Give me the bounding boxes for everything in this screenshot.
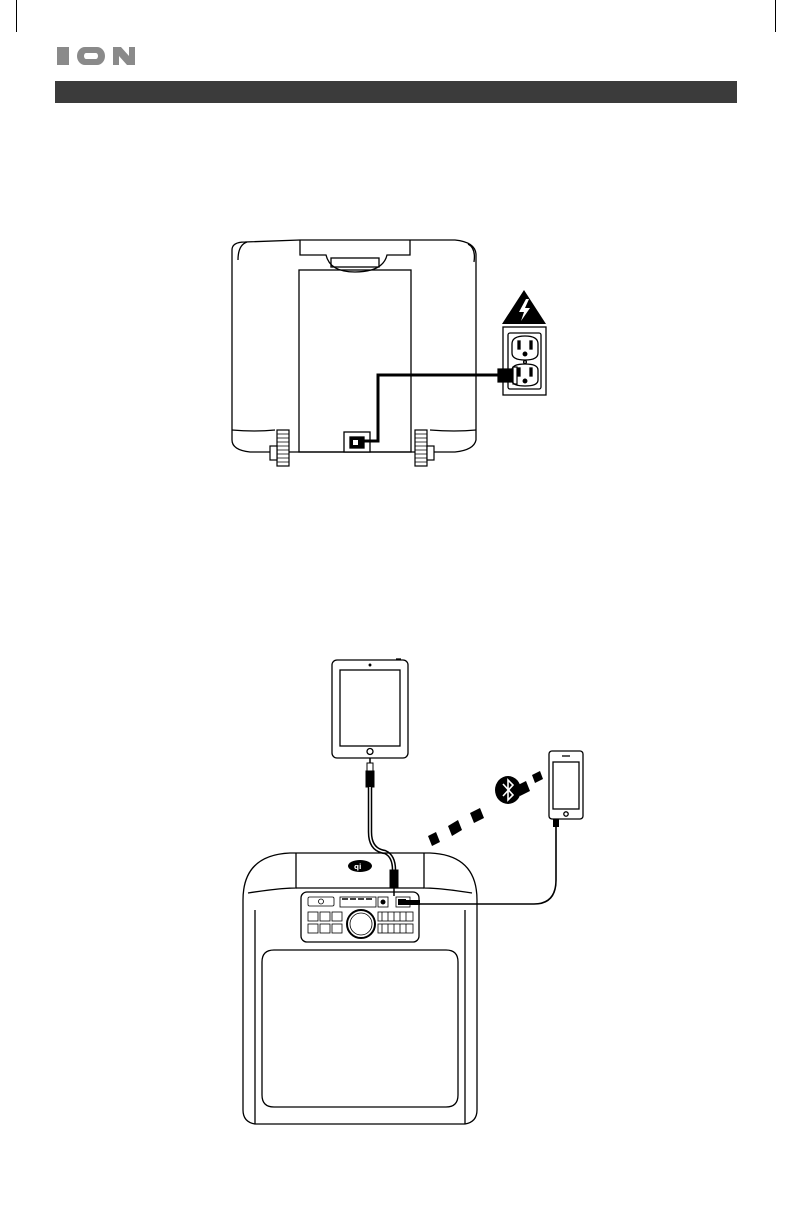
speaker-front-panel (243, 853, 477, 1124)
tablet-icon (332, 659, 408, 758)
qi-charging-logo-icon: qi (348, 860, 372, 872)
bluetooth-signal (428, 771, 543, 846)
svg-text:qi: qi (354, 863, 361, 871)
aux-plug-icon (366, 758, 374, 787)
phone-cable (420, 819, 556, 904)
smartphone-icon (549, 751, 583, 819)
bluetooth-icon (495, 776, 521, 804)
control-buttons (308, 897, 413, 938)
aux-input-jack-icon (381, 899, 421, 905)
